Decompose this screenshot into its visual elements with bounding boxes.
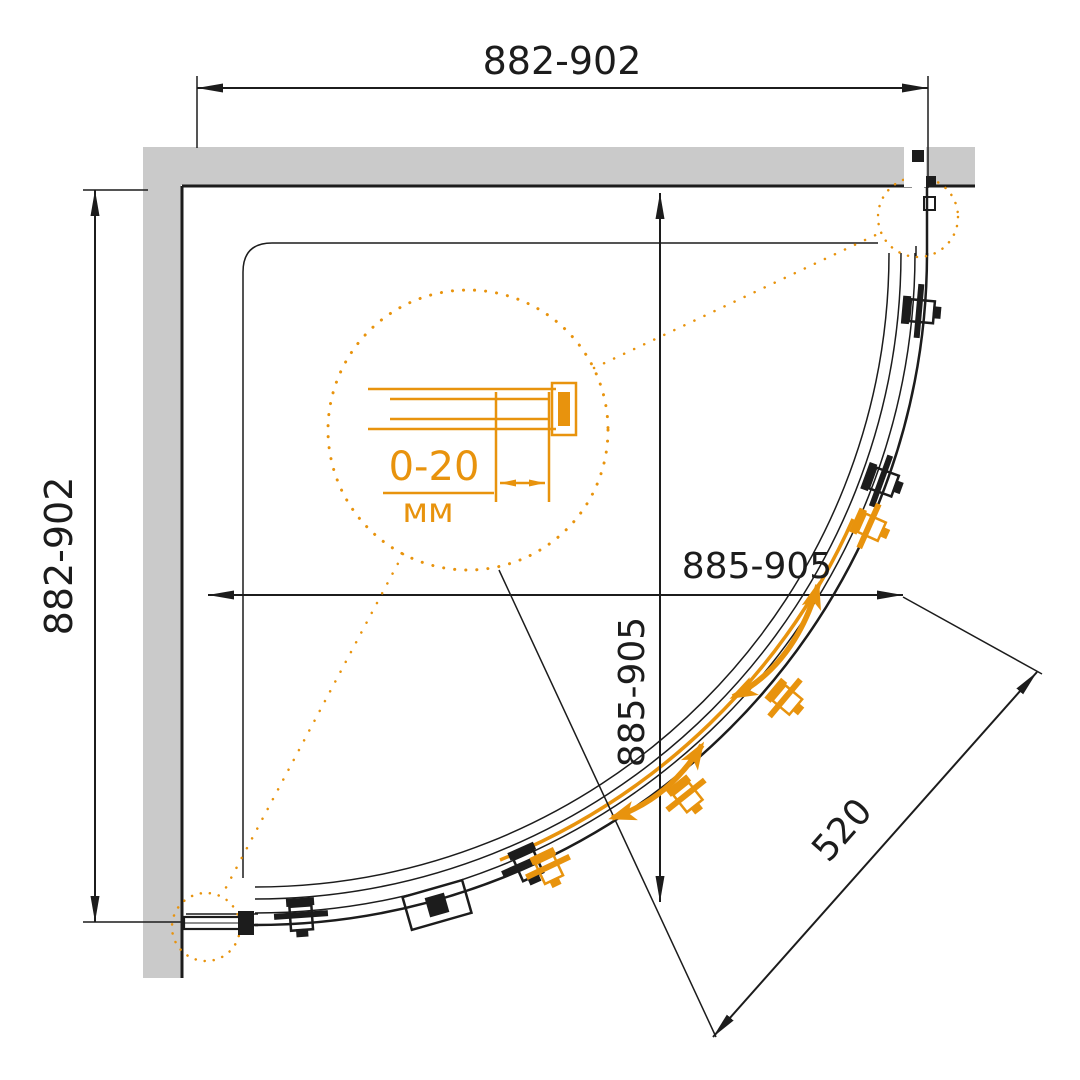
leader-line-bottom-left <box>219 552 405 899</box>
wall-profile-clip <box>926 176 936 185</box>
dimension-diagonal-ext-lower <box>498 569 717 1038</box>
door-swing-arrow-large <box>729 581 821 700</box>
detail-zoom-circle <box>326 288 610 572</box>
tray-inner-edge <box>242 242 878 878</box>
wall-profile-top-right <box>904 146 936 246</box>
dimension-top: 882-902 <box>196 39 929 188</box>
dimension-diagonal-line <box>712 671 1038 1038</box>
adjustment-unit-label: мм <box>402 491 453 531</box>
sliding-door-glass <box>499 518 855 862</box>
profile-end-cap-insert <box>558 392 570 426</box>
wall-left <box>143 147 184 978</box>
bracket-box-outline <box>400 878 474 932</box>
dimension-diagonal-ext-upper <box>902 596 1043 675</box>
leader-line-top-right <box>592 230 884 370</box>
roller-orange-mid-1 <box>756 668 818 732</box>
dimension-inner-width-label: 885-905 <box>682 546 832 587</box>
dimension-diagonal: 520 <box>498 569 1043 1038</box>
roller-black-bottom-left <box>271 894 331 941</box>
detail-zoom: 0-20 мм <box>219 230 884 899</box>
roller-black-right <box>854 448 913 516</box>
curved-rail-inner <box>254 252 890 888</box>
bracket-box-core <box>424 892 450 918</box>
wall-profile-clip-bottom <box>238 911 254 935</box>
dimension-top-label: 882-902 <box>483 39 642 83</box>
wall-profile-hook <box>923 196 936 211</box>
curved-rail-3 <box>254 252 902 900</box>
dimension-inner-height-label: 885-905 <box>612 617 653 767</box>
dimension-diagonal-label: 520 <box>804 791 880 870</box>
dimension-left-label: 882-902 <box>37 477 81 636</box>
profile-end-cap <box>550 381 578 437</box>
profile-detail-drawing <box>368 381 578 502</box>
wall-top <box>143 147 975 188</box>
dimension-left: 882-902 <box>37 189 192 923</box>
dimension-inner-width: 885-905 <box>208 546 903 600</box>
callout-circle-top-right <box>876 175 960 259</box>
wall-profile-bar <box>912 150 924 246</box>
wall-left-band <box>143 147 181 978</box>
wall-top-band <box>143 147 975 185</box>
roller-orange-mid-2 <box>656 766 720 828</box>
wall-profile-cap <box>912 150 924 162</box>
bracket-box-bottom <box>400 878 474 932</box>
roller-orange-handle <box>843 496 900 558</box>
door-swing-arrow-small <box>608 741 705 821</box>
adjustment-range-label: 0-20 <box>389 444 480 490</box>
wall-profile-bottom-left <box>182 911 254 935</box>
